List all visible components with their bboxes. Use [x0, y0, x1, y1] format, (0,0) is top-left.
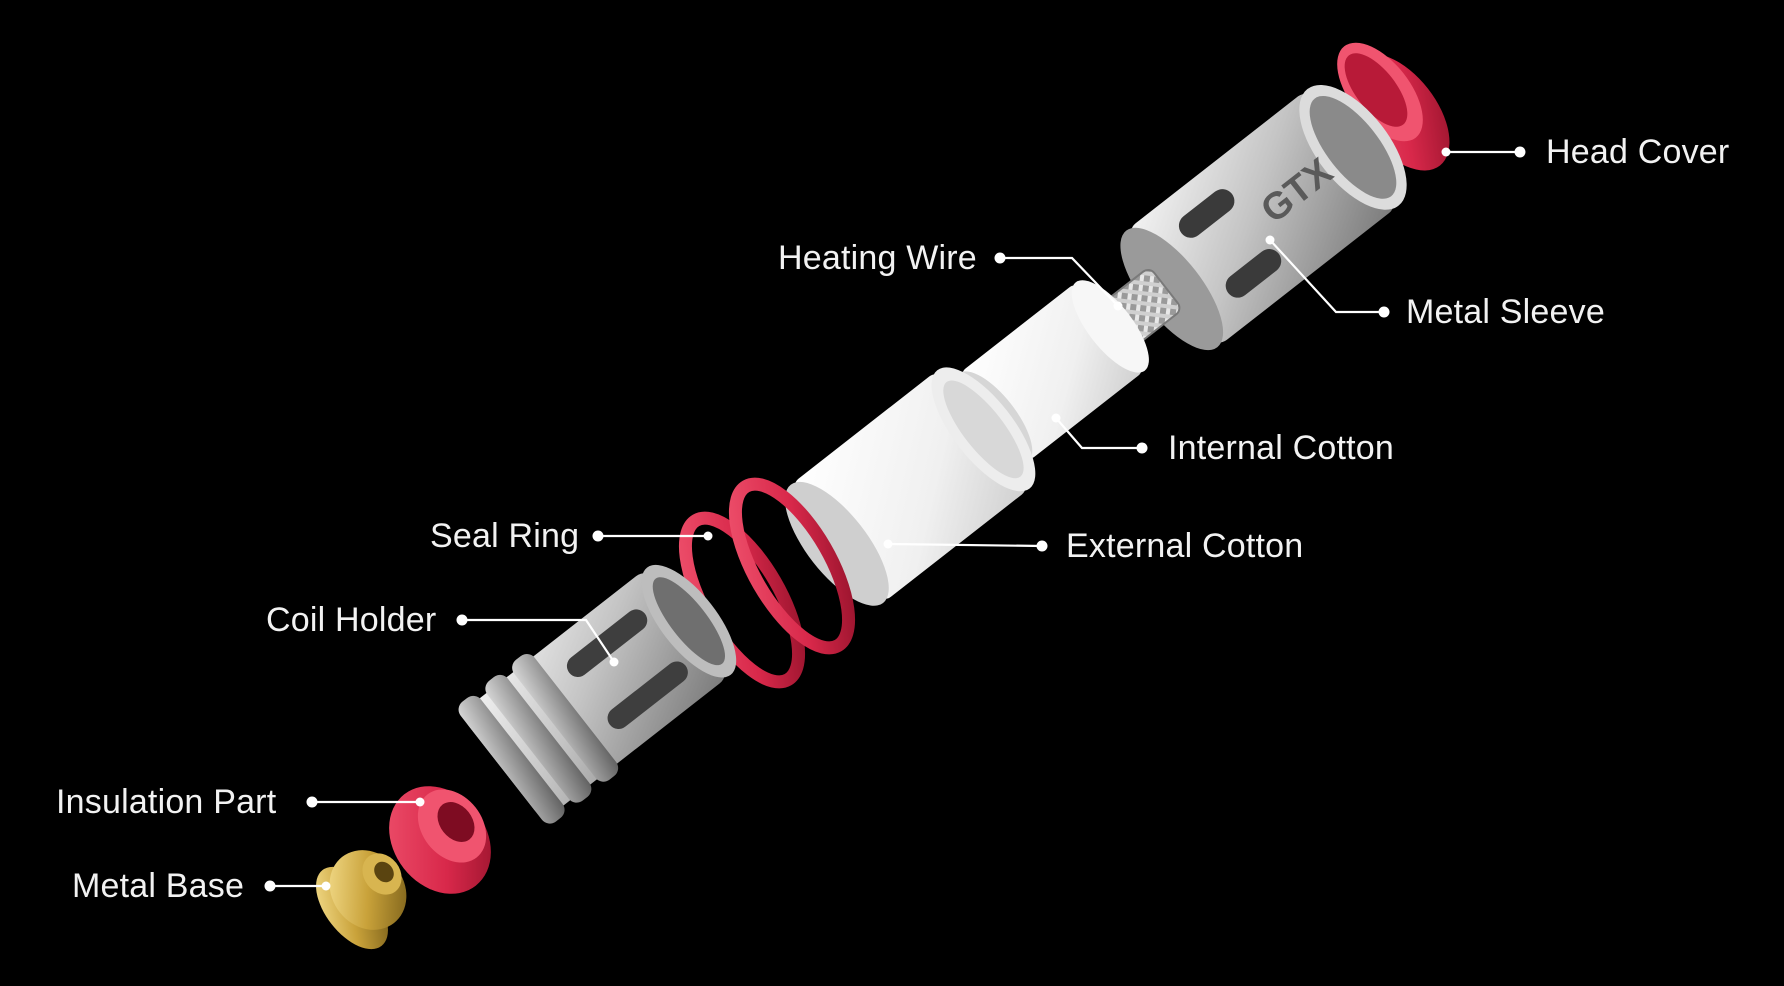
- label-metal-sleeve: Metal Sleeve: [1406, 293, 1605, 331]
- metal-sleeve-part: GTX: [1120, 84, 1407, 351]
- metal-base-part: [316, 850, 407, 950]
- label-head-cover: Head Cover: [1546, 133, 1730, 171]
- label-heating-wire: Heating Wire: [778, 239, 977, 277]
- external-cotton-part: [785, 367, 1036, 606]
- label-seal-ring: Seal Ring: [430, 517, 580, 555]
- label-insulation-part: Insulation Part: [56, 783, 277, 821]
- leader-lines: [264, 146, 1526, 892]
- label-external-cotton: External Cotton: [1066, 527, 1304, 565]
- head-cover-part: [1337, 42, 1450, 171]
- insulation-part: [389, 786, 491, 894]
- label-internal-cotton: Internal Cotton: [1168, 429, 1395, 467]
- label-metal-base: Metal Base: [72, 867, 245, 905]
- label-coil-holder: Coil Holder: [266, 601, 437, 639]
- coil-holder-part: [458, 564, 737, 824]
